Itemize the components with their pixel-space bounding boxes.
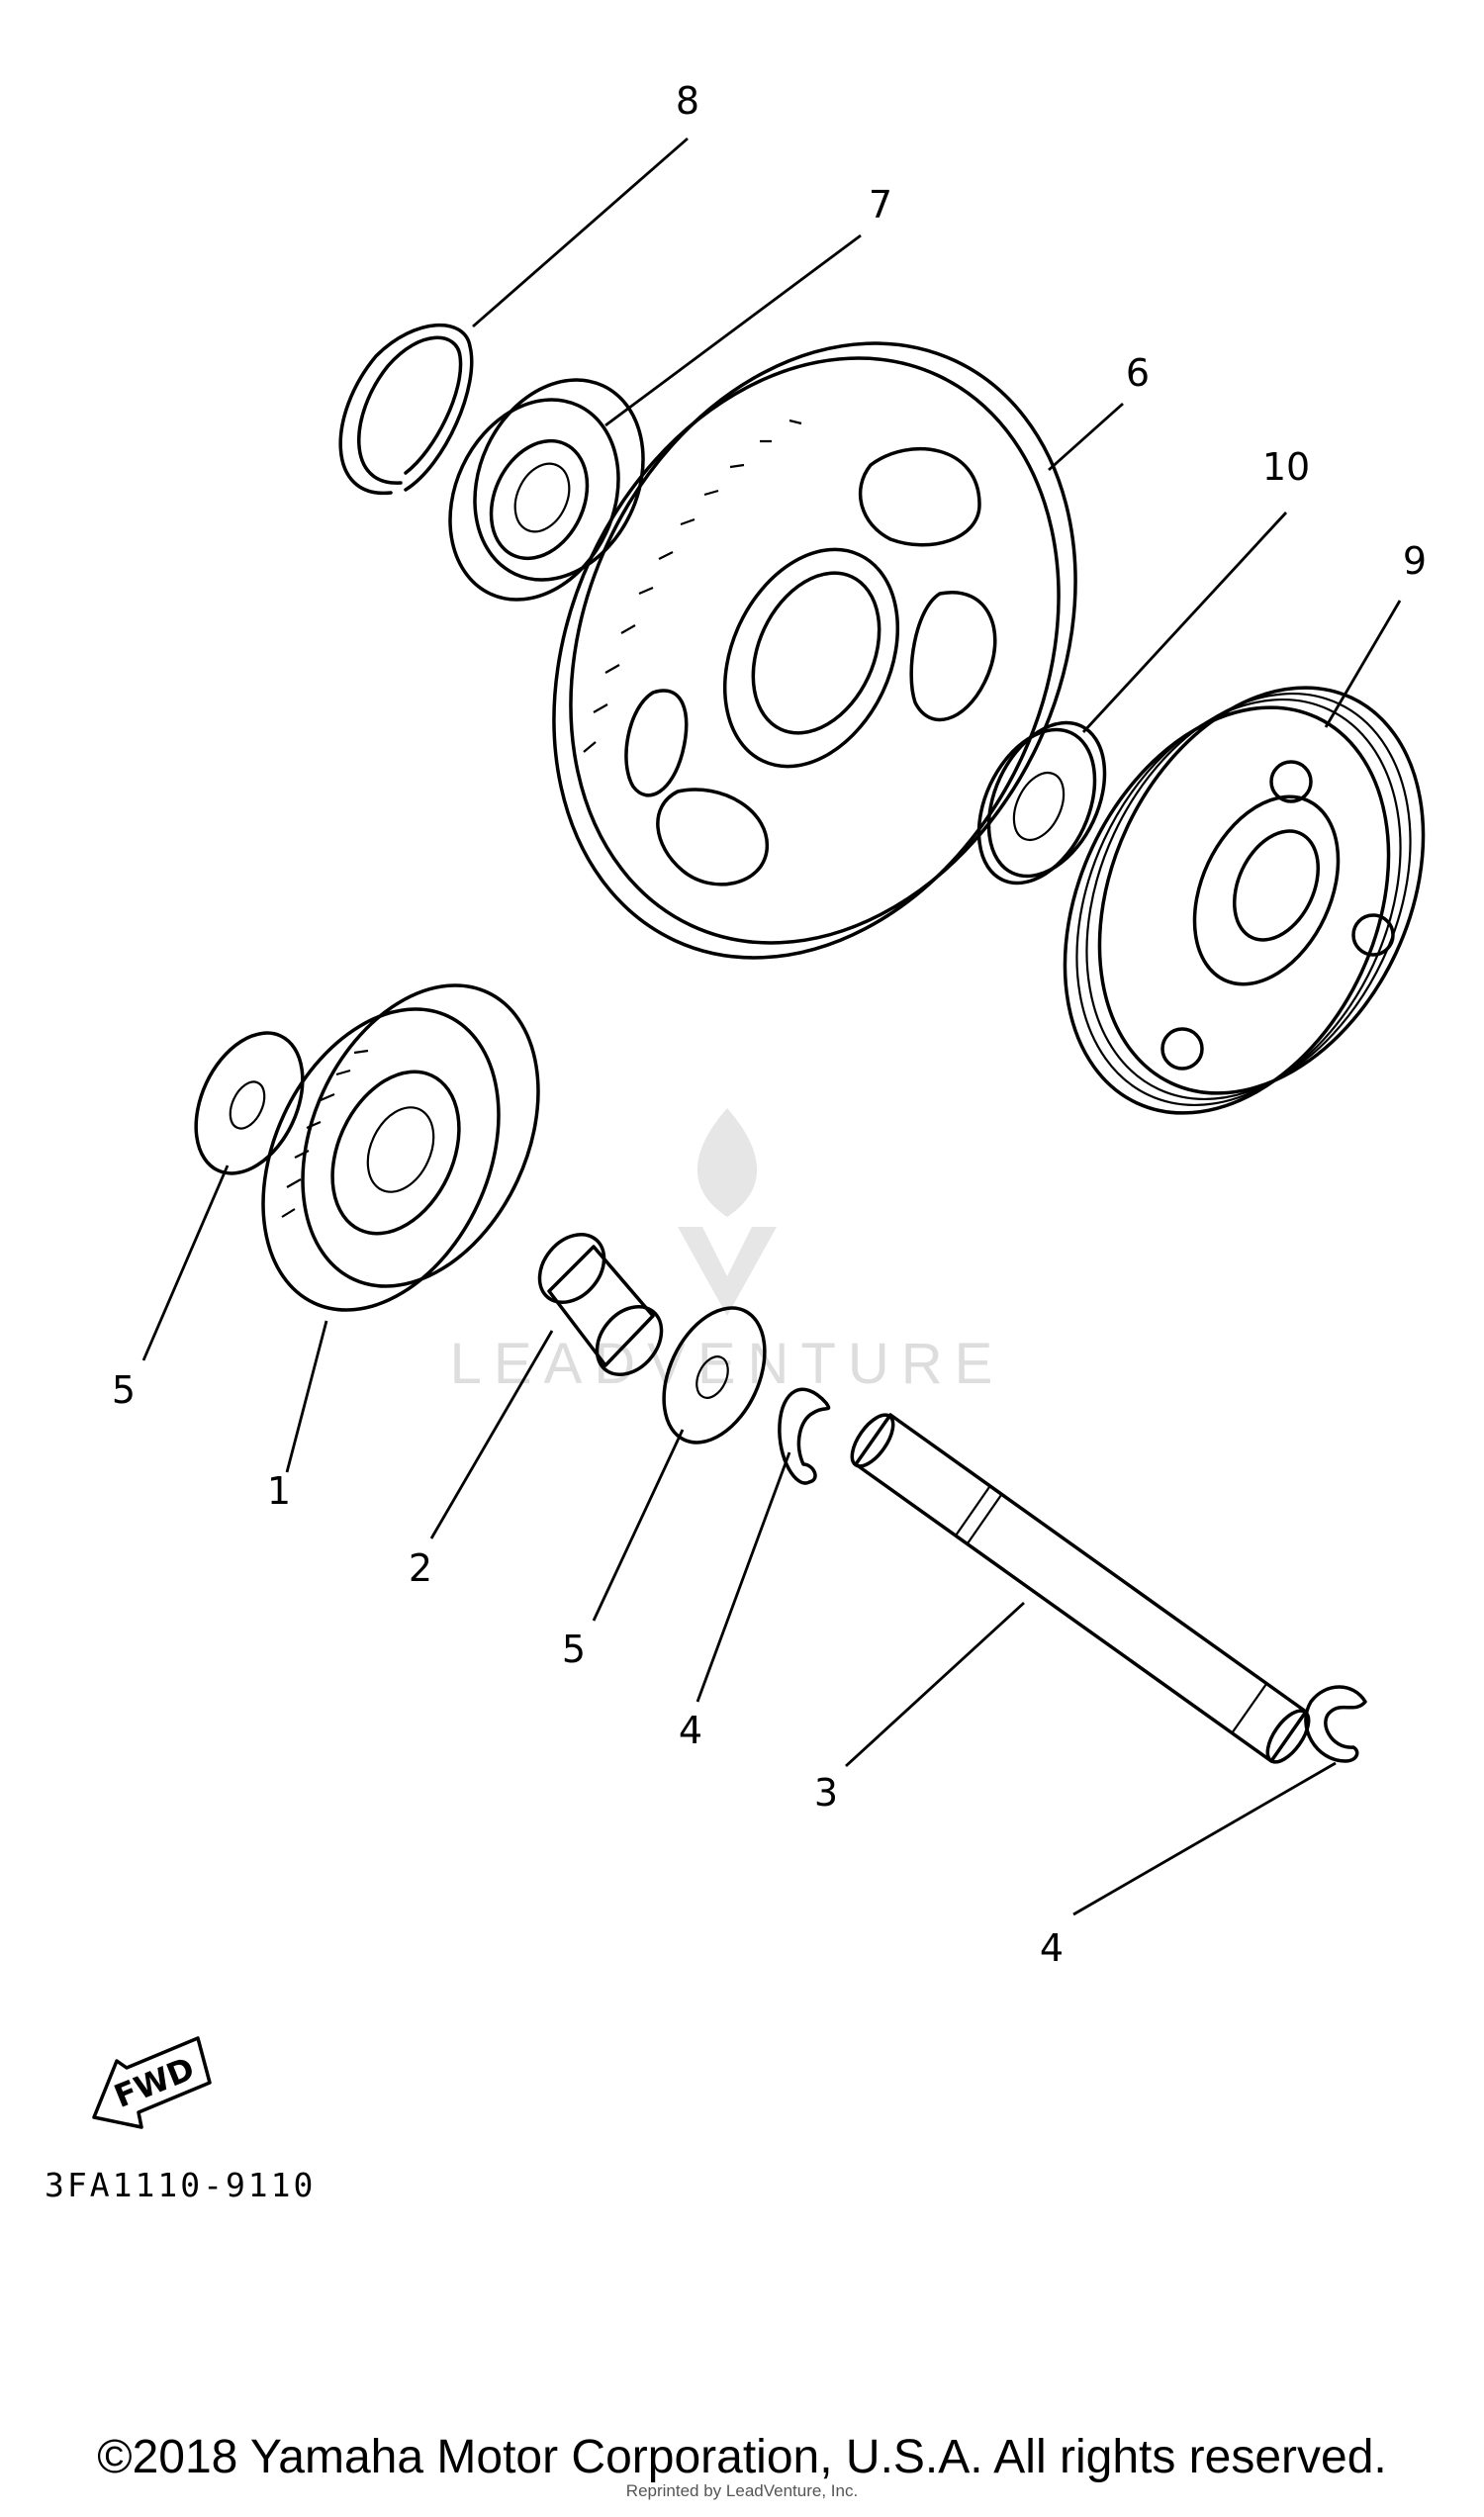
part-4-eclip-upper [778, 1387, 831, 1485]
callout-5-upper: 5 [112, 1368, 136, 1412]
callout-1: 1 [267, 1469, 291, 1513]
part-3-shaft [850, 1413, 1311, 1764]
leader-lines [141, 137, 1402, 1916]
part-1-idler-gear [261, 983, 540, 1312]
part-8-circlip [338, 324, 474, 496]
leadventure-watermark: LEADVENTURE [450, 1108, 1005, 1396]
callout-10: 10 [1262, 445, 1310, 489]
part-5-washer-upper [194, 1031, 305, 1175]
callout-7: 7 [869, 183, 892, 227]
drawing-code: 3FA1110-9110 [45, 2166, 316, 2204]
callout-8: 8 [676, 79, 699, 123]
part-6-starter-gear [552, 341, 1077, 960]
fwd-arrow-icon: FWD [92, 2036, 212, 2129]
part-9-starter-clutch [1063, 686, 1426, 1115]
reprint-notice: Reprinted by LeadVenture, Inc. [625, 2481, 859, 2500]
watermark-text: LEADVENTURE [450, 1332, 1005, 1396]
callout-numbers: 8 7 6 10 9 5 1 2 5 4 3 4 [112, 79, 1427, 1970]
part-2-bushing [537, 1233, 664, 1376]
part-5-washer-lower [662, 1306, 767, 1445]
callout-2: 2 [409, 1546, 432, 1590]
callout-9: 9 [1403, 539, 1427, 583]
callout-4-upper: 4 [679, 1709, 702, 1752]
callout-4-lower: 4 [1040, 1926, 1064, 1970]
callout-3: 3 [814, 1771, 838, 1815]
callout-5-lower: 5 [562, 1628, 586, 1671]
part-4-eclip-lower [1304, 1685, 1367, 1763]
part-10-washer [976, 720, 1107, 886]
copyright-notice: ©2018 Yamaha Motor Corporation, U.S.A. A… [97, 2431, 1387, 2483]
callout-6: 6 [1126, 351, 1150, 395]
part-7-bearing [448, 378, 645, 602]
